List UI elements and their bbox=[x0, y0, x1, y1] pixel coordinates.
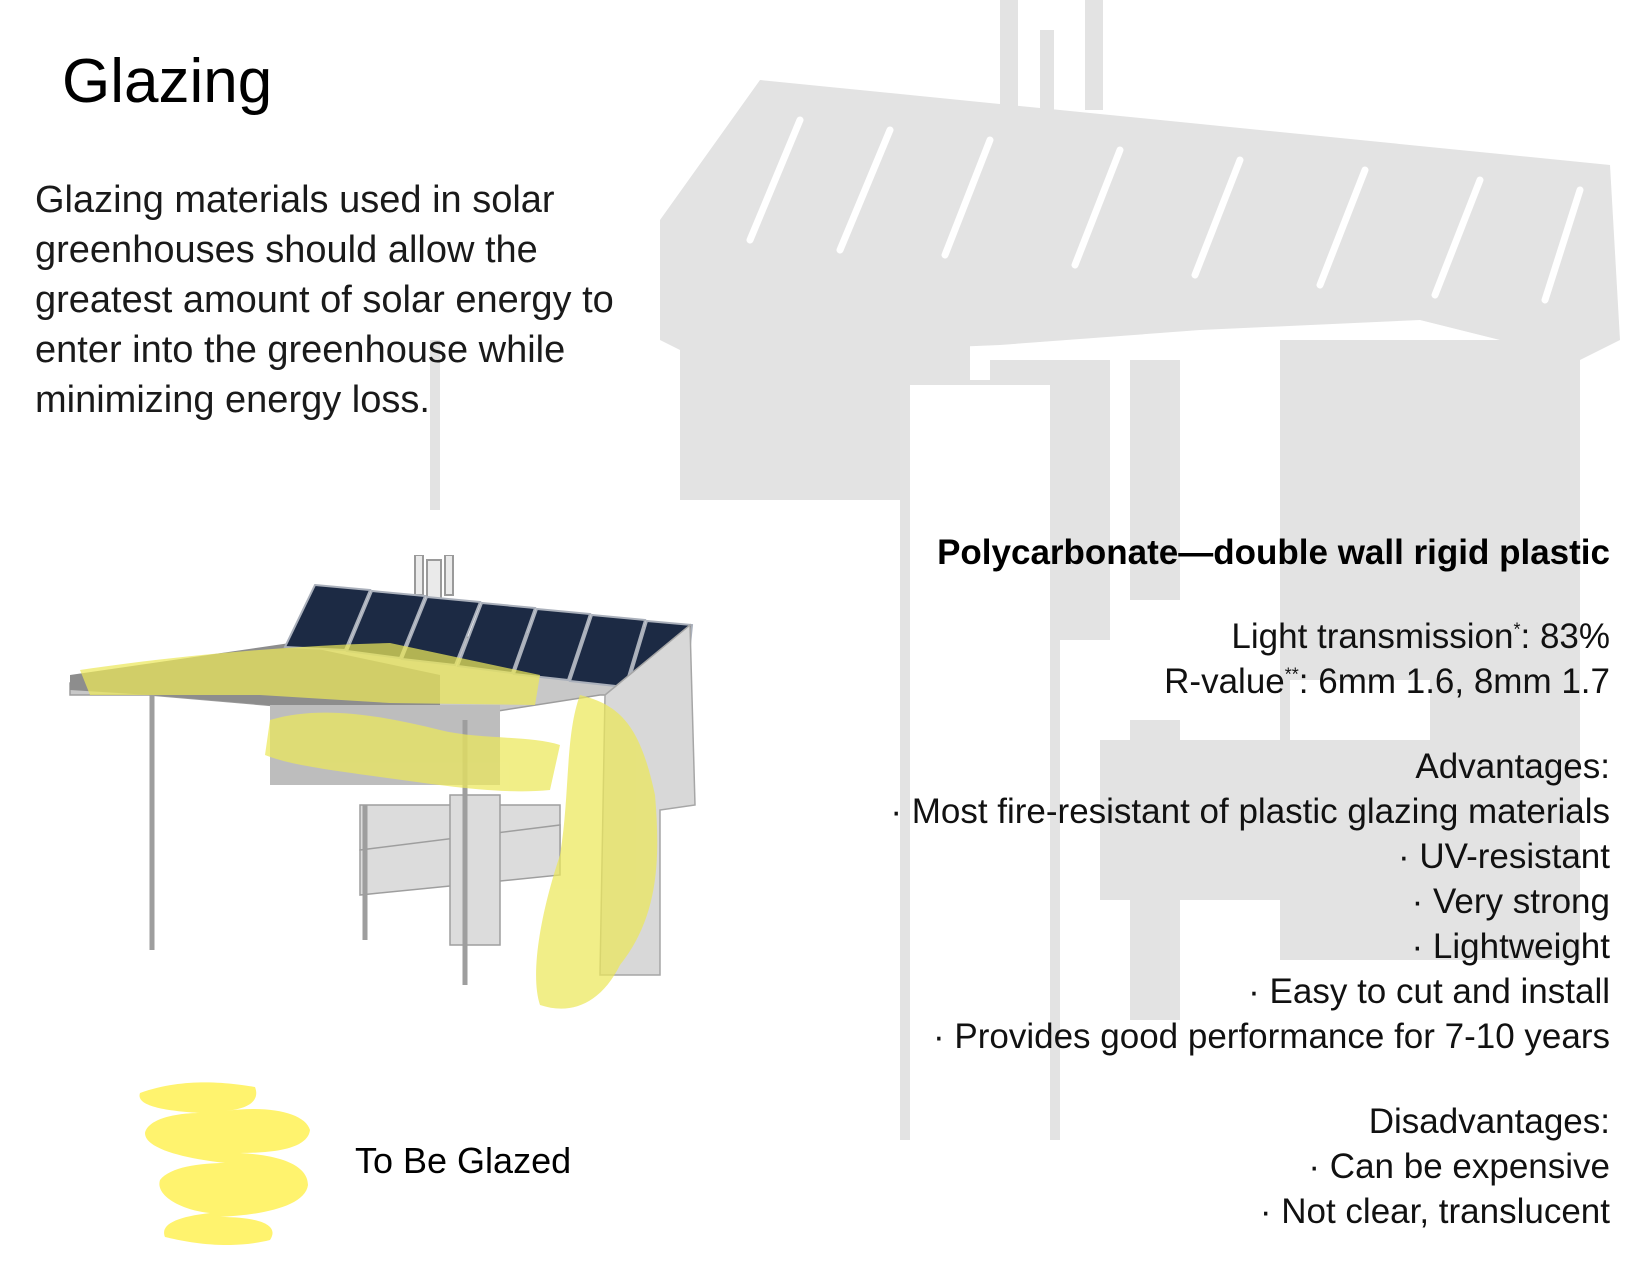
material-info: Polycarbonate—double wall rigid plastic … bbox=[790, 530, 1610, 1234]
advantage-item: · Easy to cut and install bbox=[1248, 972, 1610, 1011]
legend-highlight-swatch bbox=[139, 1082, 310, 1245]
intro-paragraph: Glazing materials used in solar greenhou… bbox=[35, 179, 614, 421]
material-heading: Polycarbonate—double wall rigid plastic bbox=[937, 533, 1610, 572]
glazing-highlight bbox=[80, 643, 658, 1009]
greenhouse-model-illustration bbox=[69, 555, 696, 1009]
advantage-item: · UV-resistant bbox=[1398, 837, 1610, 876]
light-transmission: Light transmission*: 83% bbox=[1231, 617, 1610, 656]
advantage-item: · Provides good performance for 7-10 yea… bbox=[933, 1017, 1610, 1056]
advantages-title: Advantages: bbox=[1415, 747, 1610, 786]
solar-panels bbox=[283, 583, 694, 697]
r-value: R-value**: 6mm 1.6, 8mm 1.7 bbox=[1164, 662, 1610, 701]
disadvantages-title: Disadvantages: bbox=[1368, 1102, 1610, 1141]
page-title: Glazing bbox=[62, 47, 273, 116]
legend-label: To Be Glazed bbox=[355, 1140, 572, 1181]
advantage-item: · Lightweight bbox=[1411, 927, 1610, 966]
advantage-item: · Most fire-resistant of plastic glazing… bbox=[890, 792, 1610, 831]
disadvantage-item: · Not clear, translucent bbox=[1259, 1192, 1610, 1231]
spiral-structure bbox=[359, 794, 561, 946]
wind-turbine bbox=[414, 555, 454, 601]
disadvantage-item: · Can be expensive bbox=[1308, 1147, 1610, 1186]
advantage-item: · Very strong bbox=[1411, 882, 1610, 921]
